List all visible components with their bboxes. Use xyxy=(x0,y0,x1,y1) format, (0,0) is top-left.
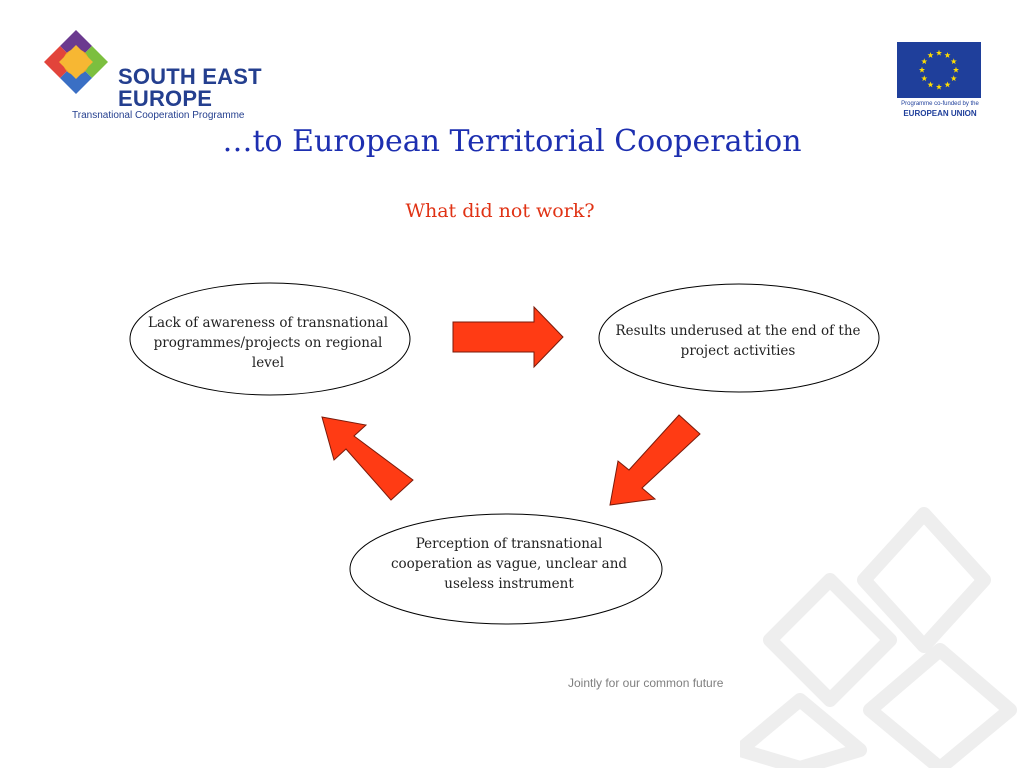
eu-star-icon xyxy=(950,58,957,65)
eu-star-icon xyxy=(952,66,960,73)
arrow-right-icon xyxy=(452,305,564,369)
eu-flag-icon xyxy=(897,42,981,98)
eu-star-icon xyxy=(921,75,928,82)
see-flower-logo-icon xyxy=(44,30,108,94)
eu-star-icon xyxy=(935,83,943,90)
eu-star-icon xyxy=(950,75,957,82)
cycle-node-3-shape xyxy=(349,513,663,625)
cycle-node-1-shape xyxy=(129,282,411,396)
eu-star-icon xyxy=(918,66,926,73)
slide-subtitle: What did not work? xyxy=(405,200,595,222)
flower-watermark-icon xyxy=(740,507,1017,768)
see-tagline: Transnational Cooperation Programme xyxy=(72,110,245,121)
see-name-line1: SOUTH EAST xyxy=(118,64,262,89)
eu-logo: Programme co-funded by the EUROPEAN UNIO… xyxy=(892,42,988,122)
eu-star-icon xyxy=(921,58,928,65)
eu-star-icon xyxy=(935,49,943,56)
arrow-down-left-icon xyxy=(609,414,701,506)
eu-caption-line1: Programme co-funded by the xyxy=(901,101,979,107)
eu-star-icon xyxy=(944,81,951,88)
eu-caption-line2: EUROPEAN UNION xyxy=(903,109,977,118)
eu-star-icon xyxy=(927,52,934,58)
footer-tagline: Jointly for our common future xyxy=(568,676,724,690)
see-name-line2: EUROPE xyxy=(118,86,213,111)
cycle-node-2-shape xyxy=(598,283,880,393)
eu-star-icon xyxy=(927,81,934,88)
cycle-node-1-label: Lack of awareness of transnational progr… xyxy=(147,315,389,371)
slide-title: …to European Territorial Cooperation xyxy=(222,124,802,159)
eu-star-icon xyxy=(944,52,951,58)
cycle-node-3-label: Perception of transnational cooperation … xyxy=(390,536,628,592)
see-programme-logo: SOUTH EAST EUROPE Transnational Cooperat… xyxy=(34,28,274,128)
cycle-node-2-label: Results underused at the end of the proj… xyxy=(615,323,861,359)
arrow-up-left-icon xyxy=(321,416,414,501)
